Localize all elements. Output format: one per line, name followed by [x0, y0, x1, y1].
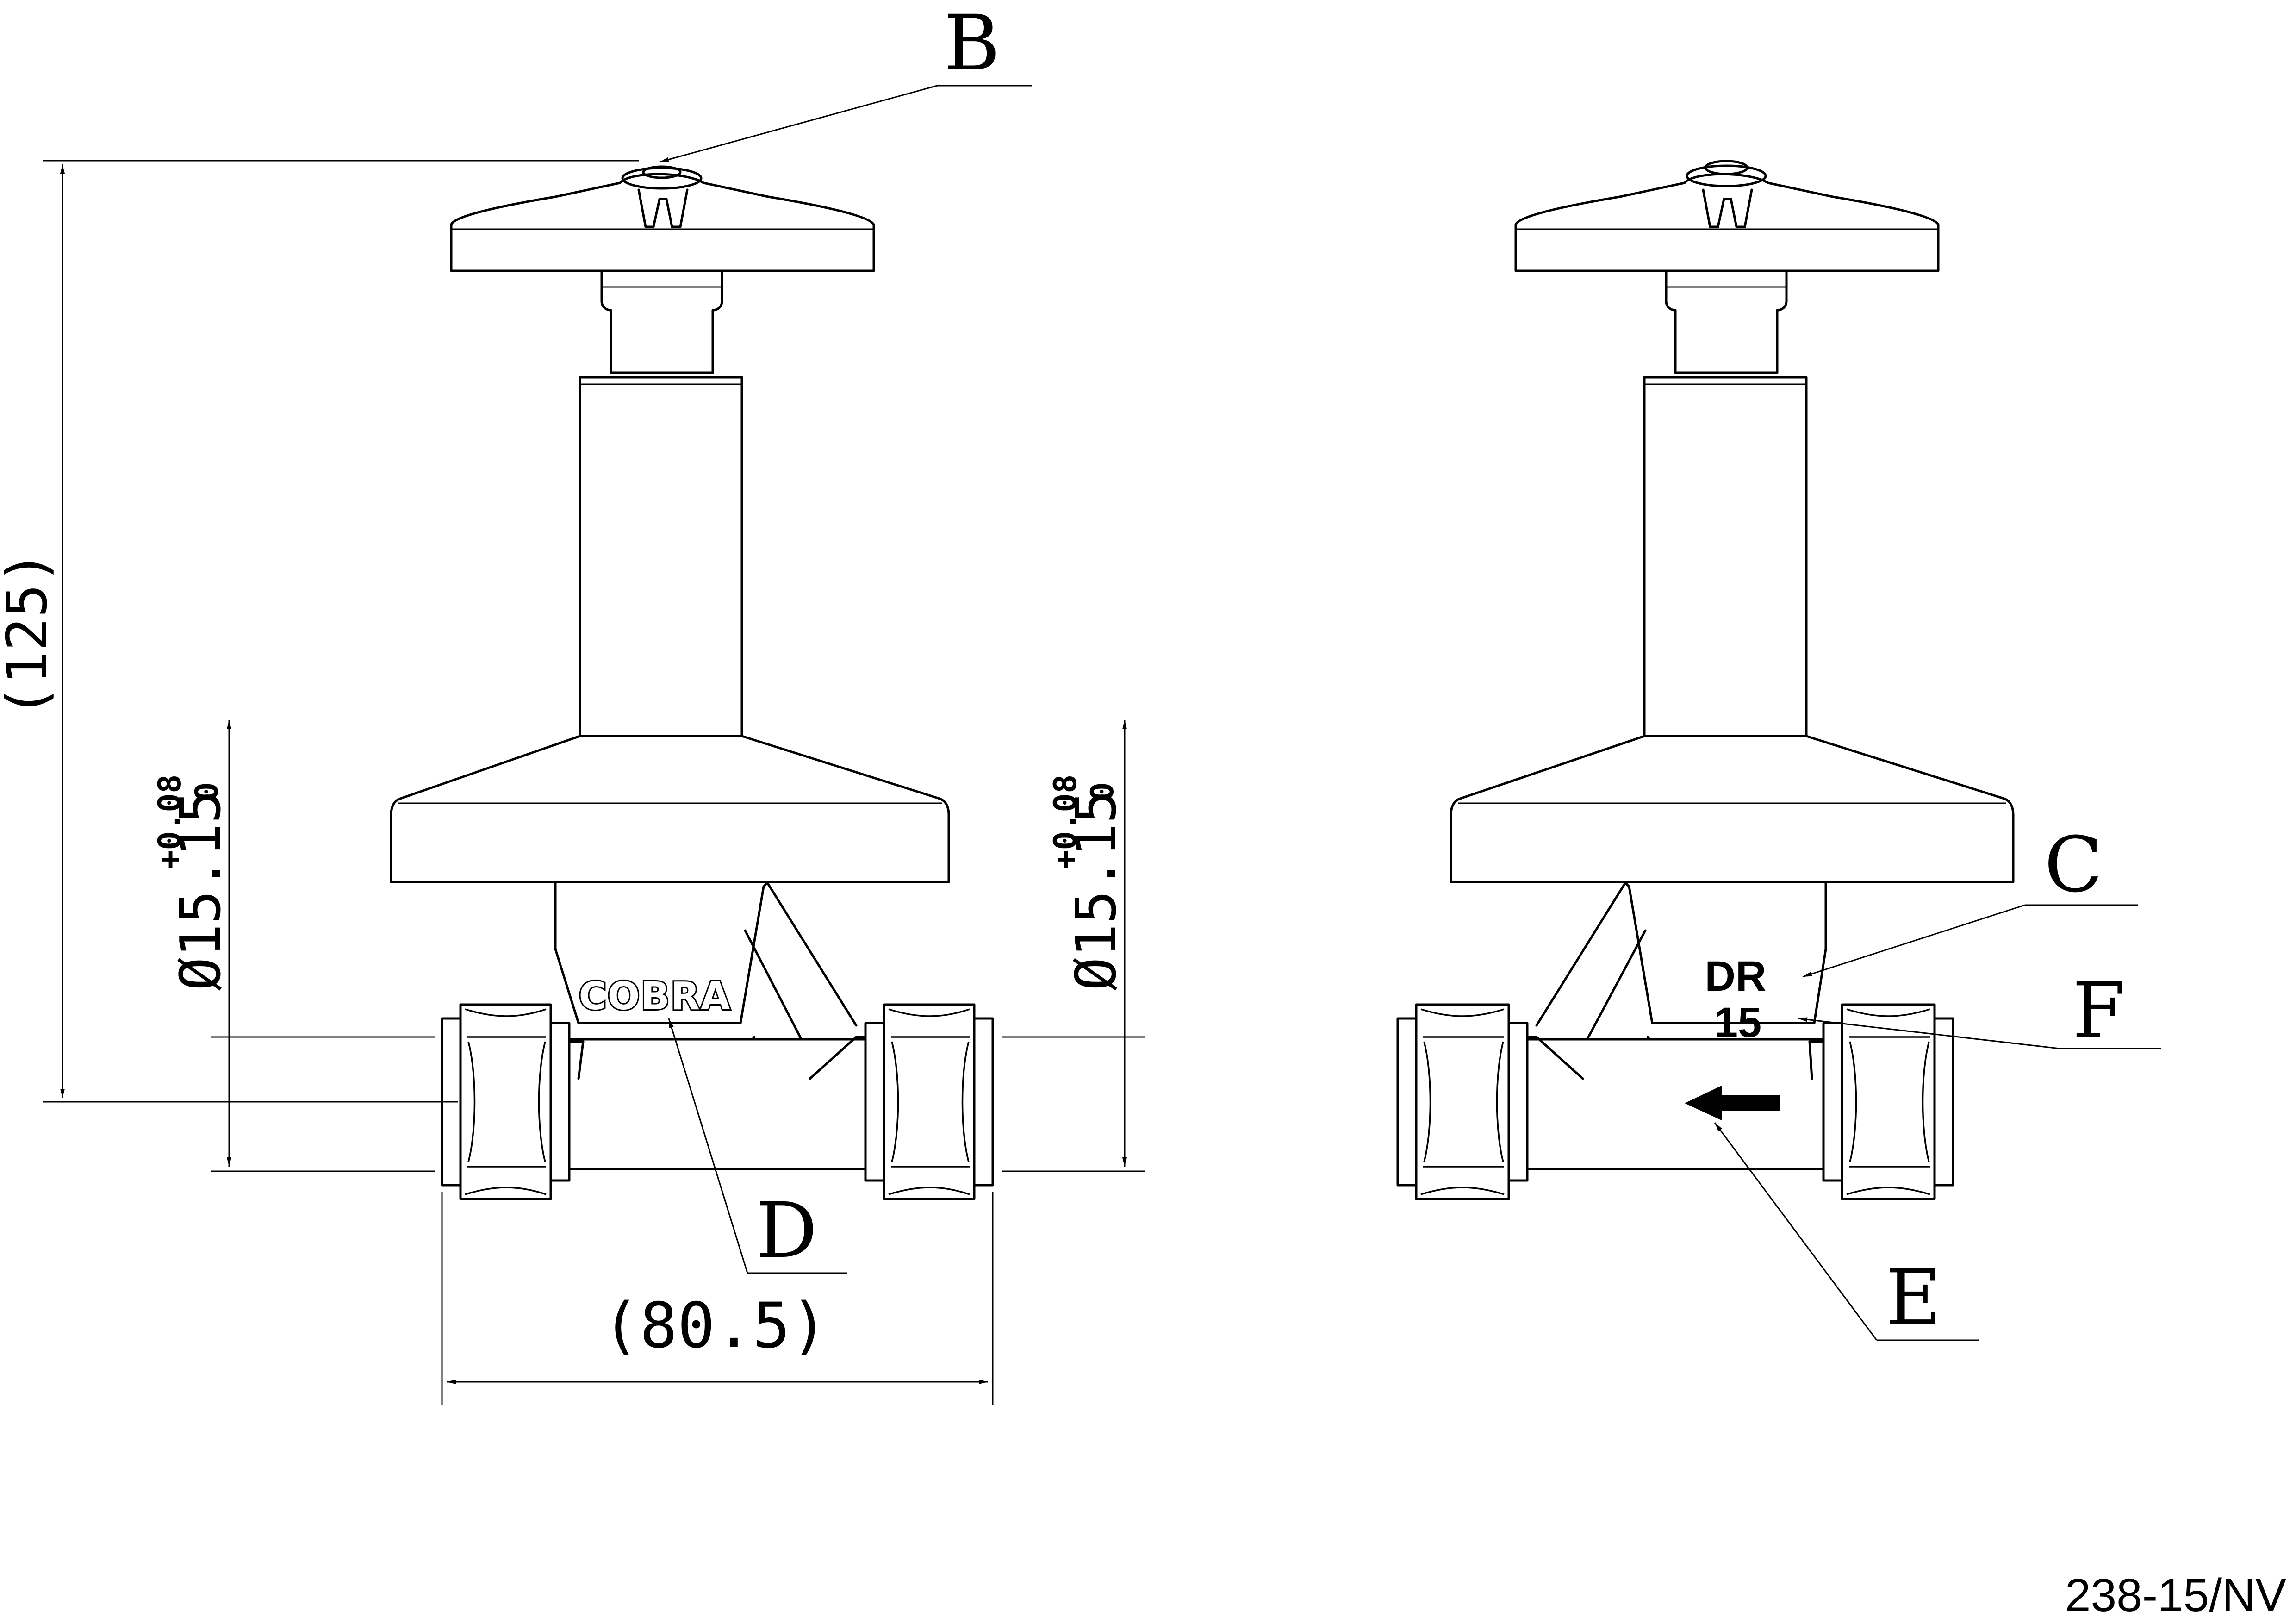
callout-c-letter: C — [2044, 820, 2103, 909]
callout-e: E — [1714, 1122, 1979, 1342]
right-diameter-dimension: Ø15.15 +0.08 0 — [1002, 720, 1145, 1172]
length-dimension-label: (80.5) — [602, 1289, 828, 1362]
length-dimension: (80.5) — [441, 1192, 994, 1405]
size-marking-15: 15 — [1714, 999, 1761, 1046]
callout-f-letter: F — [2072, 966, 2126, 1055]
left-valve-body — [554, 881, 867, 1170]
callout-c: C — [1802, 820, 2138, 978]
size-marking-dr: DR — [1705, 953, 1767, 1000]
callout-e-letter: E — [1886, 1253, 1941, 1342]
brand-marking: COBRA — [579, 974, 731, 1018]
left-stem — [579, 269, 743, 737]
right-diameter-label: Ø15.15 — [1064, 790, 1129, 991]
left-arrow-icon — [1685, 1086, 1780, 1120]
right-view-inlet-nut — [1822, 1003, 1954, 1200]
left-diameter-label: Ø15.15 — [169, 790, 233, 991]
left-handle — [450, 165, 875, 272]
left-view-inlet-nut — [441, 1003, 571, 1200]
callout-b-letter: B — [944, 0, 1000, 87]
right-tolerance-lower: 0 — [1084, 782, 1121, 801]
left-tolerance-upper: +0.08 — [152, 775, 188, 869]
right-tolerance-upper: +0.08 — [1047, 775, 1084, 869]
left-valve-view: COBRA — [390, 165, 994, 1200]
right-view-outlet-nut — [1396, 1003, 1529, 1200]
height-dimension: (125) — [0, 160, 639, 1103]
callout-b: B — [659, 0, 1032, 163]
right-stem — [1643, 269, 1808, 737]
left-bonnet — [390, 735, 950, 883]
left-tolerance-lower: 0 — [189, 782, 225, 801]
callout-d-letter: D — [756, 1186, 817, 1275]
left-diameter-dimension: Ø15.15 +0.08 0 — [152, 720, 435, 1172]
callout-d: D — [668, 1018, 847, 1275]
right-valve-view: DR 15 — [1396, 160, 2015, 1200]
part-number: 238-15/NV — [2065, 1569, 2286, 1621]
left-view-outlet-nut — [864, 1003, 994, 1200]
height-dimension-label: (125) — [0, 550, 60, 718]
right-valve-body — [1526, 881, 1836, 1170]
right-bonnet — [1450, 735, 2015, 883]
right-handle — [1514, 160, 1940, 272]
callout-f: F — [1798, 966, 2161, 1055]
